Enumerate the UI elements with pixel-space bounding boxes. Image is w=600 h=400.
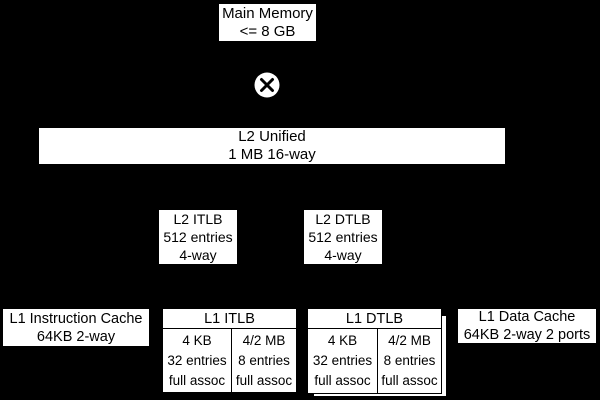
l1-icache-size: 64KB 2-way [36,328,116,345]
l1-itlb-label: L1 ITLB [204,310,255,327]
l2-dtlb-entries: 512 entries [308,229,378,245]
l2-itlb-entries: 512 entries [163,229,233,245]
main-memory-label: Main Memory [222,4,313,22]
l2-dtlb-label: L2 DTLB [315,211,371,227]
l2-unified-cache-box: L2 Unified 1 MB 16-way [38,127,506,165]
l1-data-cache-box: L1 Data Cache 64KB 2-way 2 ports [457,308,597,344]
l1-dcache-label: L1 Data Cache [478,309,576,325]
l1-itlb-small-page-size: 4 KB [182,332,212,348]
l1-dtlb-small-pages-box: 4 KB 32 entries full assoc [307,328,378,394]
l1-instruction-cache-box: L1 Instruction Cache 64KB 2-way [2,308,150,347]
l1-dcache-size: 64KB 2-way 2 ports [463,327,591,343]
l1-dtlb-large-assoc: full assoc [381,373,438,388]
l1-dtlb-small-page-size: 4 KB [327,333,358,348]
l1-dtlb-label: L1 DTLB [345,310,404,327]
crossbar-switch-icon [254,72,280,98]
l1-itlb-small-pages-box: 4 KB 32 entries full assoc [162,328,232,393]
l2-itlb-assoc: 4-way [179,247,217,263]
l1-itlb-header-box: L1 ITLB [162,308,297,329]
l1-itlb-small-assoc: full assoc [168,372,226,388]
l1-dtlb-large-entries: 8 entries [383,353,436,368]
l2-unified-label: L2 Unified [238,128,306,145]
l1-dtlb-large-page-size: 4/2 MB [388,333,431,348]
l2-itlb-box: L2 ITLB 512 entries 4-way [158,209,238,265]
l1-itlb-large-assoc: full assoc [235,372,293,388]
main-memory-size: <= 8 GB [239,22,296,40]
l2-itlb-label: L2 ITLB [173,211,223,227]
l1-itlb-large-page-size: 4/2 MB [242,332,286,348]
l1-itlb-small-entries: 32 entries [167,352,227,368]
l1-dtlb-large-pages-box: 4/2 MB 8 entries full assoc [377,328,442,394]
l1-icache-label: L1 Instruction Cache [9,310,143,327]
l1-itlb-large-pages-box: 4/2 MB 8 entries full assoc [231,328,297,393]
l2-dtlb-box: L2 DTLB 512 entries 4-way [303,209,383,265]
l1-dtlb-header-box: L1 DTLB [307,308,442,329]
main-memory-box: Main Memory <= 8 GB [218,3,317,42]
l2-unified-size: 1 MB 16-way [228,146,316,163]
l1-dtlb-small-entries: 32 entries [312,353,373,368]
l1-itlb-large-entries: 8 entries [238,352,290,368]
l1-dtlb-small-assoc: full assoc [314,373,371,388]
l2-dtlb-assoc: 4-way [324,247,362,263]
